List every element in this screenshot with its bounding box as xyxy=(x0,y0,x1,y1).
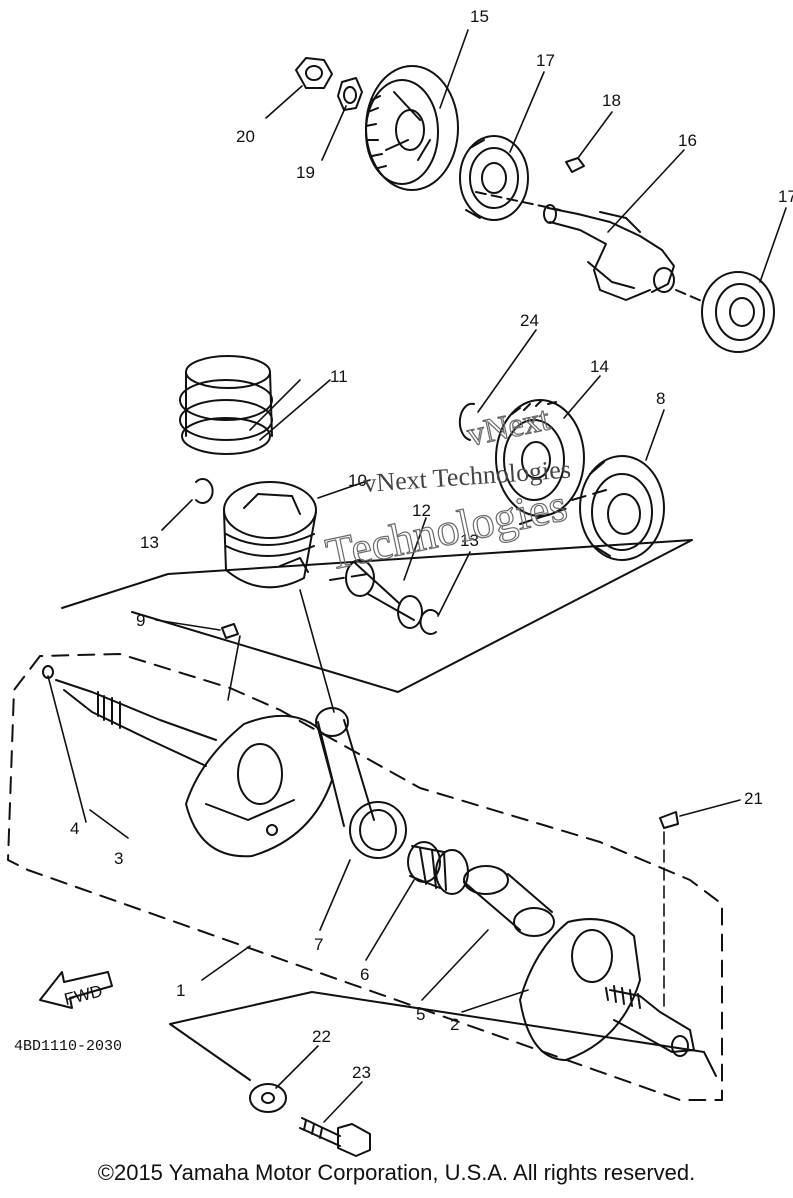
label-7: 7 xyxy=(314,935,323,954)
key-part-21 xyxy=(659,811,679,829)
label-3: 3 xyxy=(114,849,123,868)
label-16: 16 xyxy=(678,131,697,150)
label-17-lower: 17 xyxy=(778,187,793,206)
label-4: 4 xyxy=(70,819,79,838)
label-10: 10 xyxy=(348,471,367,490)
label-12: 12 xyxy=(412,501,431,520)
balancer-gear-part-15 xyxy=(365,65,459,191)
bearing-part-17-upper xyxy=(459,135,529,221)
lock-washer-part-19 xyxy=(337,77,363,111)
piston-pin-part-12 xyxy=(345,559,423,629)
label-18: 18 xyxy=(602,91,621,110)
label-2: 2 xyxy=(450,1015,459,1034)
bearing-part-17-lower xyxy=(701,271,775,353)
key-part-9 xyxy=(221,623,239,639)
group-outlines xyxy=(7,191,723,1101)
bearing-part-8 xyxy=(579,455,665,561)
label-23: 23 xyxy=(352,1063,371,1082)
label-6: 6 xyxy=(360,965,369,984)
copyright-notice: ©2015 Yamaha Motor Corporation, U.S.A. A… xyxy=(97,1160,696,1185)
balancer-shaft-part-16 xyxy=(543,204,675,301)
label-11: 11 xyxy=(330,367,348,386)
circlip-part-13-left xyxy=(195,478,214,504)
circlip-part-13-right xyxy=(419,609,439,635)
primary-gear-part-14 xyxy=(495,399,585,517)
bolt-part-23 xyxy=(299,1117,371,1157)
fwd-label: FWD xyxy=(62,981,104,1009)
exploded-parts-diagram: 15 20 19 17 18 16 17 24 14 8 11 10 13 12… xyxy=(7,7,793,1157)
washer-part-22 xyxy=(249,1083,287,1113)
label-21: 21 xyxy=(744,789,763,808)
label-8: 8 xyxy=(656,389,665,408)
watermark-line3: Technologies xyxy=(321,479,571,580)
piston-part-10 xyxy=(223,481,317,589)
key-part-18 xyxy=(565,157,585,173)
piston-rings-part-11 xyxy=(179,355,273,455)
label-17-upper: 17 xyxy=(536,51,555,70)
watermark: vNext Technologies vNext Technologies xyxy=(321,400,572,581)
connecting-rod-part-7 xyxy=(315,707,407,859)
crankshaft-right-part-2 xyxy=(519,918,695,1061)
label-20: 20 xyxy=(236,127,255,146)
label-15: 15 xyxy=(470,7,489,26)
fwd-arrow-icon xyxy=(39,971,113,1009)
label-19: 19 xyxy=(296,163,315,182)
label-14: 14 xyxy=(590,357,609,376)
label-22: 22 xyxy=(312,1027,331,1046)
label-24: 24 xyxy=(520,311,539,330)
leader-lines xyxy=(47,29,787,1123)
nut-part-20 xyxy=(295,57,333,89)
label-9: 9 xyxy=(136,611,145,630)
label-13-right: 13 xyxy=(460,531,479,550)
diagram-code: 4BD1110-2030 xyxy=(14,1038,122,1055)
label-13-left: 13 xyxy=(140,533,159,552)
needle-bearing-part-6 xyxy=(407,841,469,895)
label-5: 5 xyxy=(416,1005,425,1024)
watermark-line2: vNext xyxy=(464,400,554,454)
circlip-part-24 xyxy=(458,402,475,441)
label-1: 1 xyxy=(176,981,185,1000)
crankshaft-left-part-3 xyxy=(42,665,333,858)
crank-pin-part-5 xyxy=(463,865,555,937)
